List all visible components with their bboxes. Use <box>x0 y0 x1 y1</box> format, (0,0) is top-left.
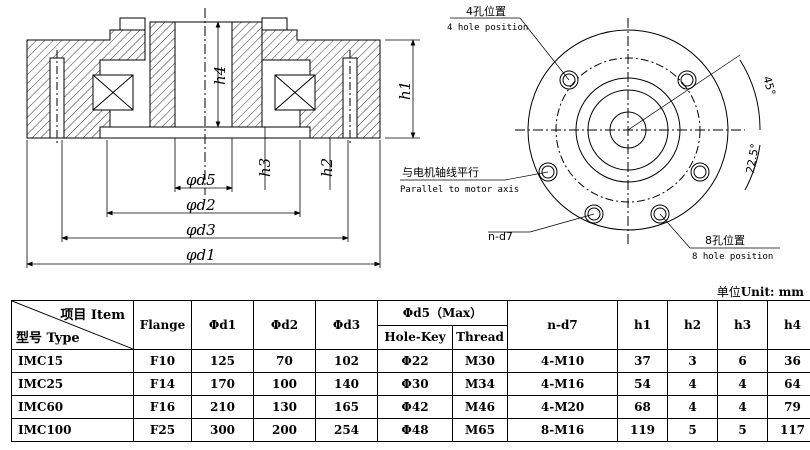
cell-nd7: 8-M16 <box>507 418 619 442</box>
header-flange: Flange <box>133 300 192 350</box>
cell-type: IMC60 <box>11 395 134 419</box>
technical-drawing: φd5 φd2 φd3 φd1 h4 h1 h3 h2 <box>26 4 780 268</box>
label-nd7: n-d7 <box>488 230 513 243</box>
cell-d2: 130 <box>253 395 316 419</box>
cell-h1: 37 <box>617 349 669 373</box>
unit-label: 单位Unit: mm <box>716 285 804 299</box>
cell-h3: 4 <box>717 372 769 396</box>
cell-h2: 4 <box>667 372 719 396</box>
cell-h3: 6 <box>717 349 769 373</box>
label-8hole-cn: 8孔位置 <box>705 233 745 247</box>
header-thread: Thread <box>451 324 509 350</box>
cell-d3: 165 <box>315 395 378 419</box>
label-4hole-cn: 4孔位置 <box>466 4 506 18</box>
header-h3: h3 <box>717 300 769 350</box>
cell-h1: 119 <box>617 418 669 442</box>
cell-hole-key: Φ30 <box>377 372 453 396</box>
cell-h4: 117 <box>767 418 810 442</box>
cell-h2: 5 <box>667 418 719 442</box>
cell-flange: F14 <box>133 372 192 396</box>
cell-h2: 4 <box>667 395 719 419</box>
header-d2: Φd2 <box>253 300 316 350</box>
cell-type: IMC100 <box>11 418 134 442</box>
cell-flange: F10 <box>133 349 192 373</box>
cell-d1: 170 <box>191 372 254 396</box>
header-h2: h2 <box>667 300 719 350</box>
shaft-left <box>149 21 176 128</box>
angle-45: 45° <box>760 75 778 97</box>
cell-d3: 254 <box>315 418 378 442</box>
cell-hole-key: Φ42 <box>377 395 453 419</box>
cell-hole-key: Φ22 <box>377 349 453 373</box>
header-item-type: 项目 Item 型号 Type <box>11 300 134 350</box>
cell-flange: F25 <box>133 418 192 442</box>
cell-thread: M65 <box>451 418 509 442</box>
cell-h4: 64 <box>767 372 810 396</box>
shaft-right <box>231 21 263 128</box>
cell-nd7: 4-M20 <box>507 395 619 419</box>
header-hole-key: Hole-Key <box>377 324 453 350</box>
cell-h3: 4 <box>717 395 769 419</box>
cell-h2: 3 <box>667 349 719 373</box>
cell-h4: 79 <box>767 395 810 419</box>
cell-h1: 68 <box>617 395 669 419</box>
angle-225: 22.5° <box>744 142 762 174</box>
cell-nd7: 4-M16 <box>507 372 619 396</box>
cell-thread: M46 <box>451 395 509 419</box>
cell-h3: 5 <box>717 418 769 442</box>
header-h1: h1 <box>617 300 669 350</box>
header-h4: h4 <box>767 300 810 350</box>
dim-h3: h3 <box>256 158 274 177</box>
spec-table: 项目 Item 型号 Type Flange Φd1 Φd2 Φd3 Φd5（M… <box>11 300 810 442</box>
cell-nd7: 4-M10 <box>507 349 619 373</box>
dim-h1: h1 <box>396 81 414 100</box>
cell-thread: M34 <box>451 372 509 396</box>
header-nd7: n-d7 <box>507 300 619 350</box>
cell-d2: 100 <box>253 372 316 396</box>
label-8hole-en: 8 hole position <box>692 252 773 262</box>
front-view <box>400 17 780 249</box>
cell-d1: 300 <box>191 418 254 442</box>
cell-d3: 140 <box>315 372 378 396</box>
header-type: 型号 Type <box>16 331 80 346</box>
label-4hole-en: 4 hole position <box>447 23 528 33</box>
dim-d1: φd1 <box>186 246 216 264</box>
cell-h4: 36 <box>767 349 810 373</box>
cell-d1: 125 <box>191 349 254 373</box>
dim-d5: φd5 <box>186 171 216 189</box>
cell-thread: M30 <box>451 349 509 373</box>
dim-d3: φd3 <box>186 221 216 239</box>
flange-holes <box>538 70 710 224</box>
label-parallel-en: Parallel to motor axis <box>400 185 519 195</box>
dim-h2: h2 <box>318 158 336 177</box>
cell-d3: 102 <box>315 349 378 373</box>
dim-d2: φd2 <box>186 196 216 214</box>
cell-h1: 54 <box>617 372 669 396</box>
label-parallel-cn: 与电机轴线平行 <box>402 165 479 179</box>
cell-hole-key: Φ48 <box>377 418 453 442</box>
cell-d1: 210 <box>191 395 254 419</box>
section-view <box>26 8 381 195</box>
cell-type: IMC25 <box>11 372 134 396</box>
cell-d2: 70 <box>253 349 316 373</box>
dim-h4: h4 <box>211 66 229 85</box>
header-item: 项目 Item <box>60 308 125 323</box>
cell-d2: 200 <box>253 418 316 442</box>
cell-flange: F16 <box>133 395 192 419</box>
dimension-lines <box>26 21 420 268</box>
cell-type: IMC15 <box>11 349 134 373</box>
header-d1: Φd1 <box>191 300 254 350</box>
header-d3: Φd3 <box>315 300 378 350</box>
header-d5: Φd5（Max） <box>376 300 509 326</box>
